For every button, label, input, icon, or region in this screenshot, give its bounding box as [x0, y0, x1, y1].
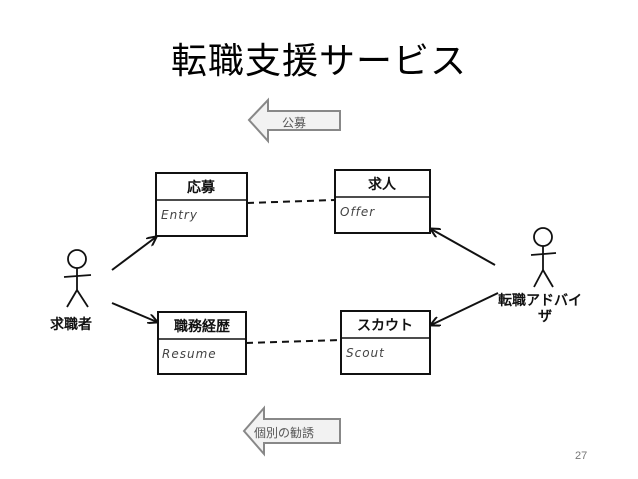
left-arrow-shape-top: 公募	[247, 97, 341, 144]
page-number: 27	[575, 450, 588, 462]
class-box-offer: 求人 Offer	[334, 169, 431, 234]
individual-solicitation-label: 個別の勧誘	[254, 426, 314, 440]
actor-label-advisor-line2: ザ	[538, 309, 552, 325]
actor-label-advisor-line1: 転職アドバイ	[498, 292, 582, 309]
actor-label-job-seeker: 求職者	[50, 316, 92, 333]
public-recruitment-label: 公募	[282, 116, 306, 130]
arrow-advisor-to-offer	[431, 229, 496, 266]
class-box-scout: スカウト Scout	[340, 310, 431, 375]
class-attr-offer: Offer	[340, 205, 375, 219]
association-resume-scout	[245, 339, 342, 344]
arrow-seeker-to-application	[111, 237, 156, 271]
actor-career-advisor	[530, 227, 557, 288]
class-name-scout: スカウト	[357, 318, 413, 334]
slide-title: 転職支援サービス	[170, 41, 467, 82]
class-attr-scout: Scout	[346, 346, 385, 360]
class-box-career: 職務経歴 Resume	[157, 311, 247, 375]
class-attr-resume: Resume	[162, 347, 217, 361]
class-name-application: 応募	[187, 179, 216, 196]
class-box-application: 応募 Entry	[155, 172, 248, 237]
class-name-offer: 求人	[368, 176, 397, 193]
actor-job-seeker	[63, 249, 92, 308]
class-attr-entry: Entry	[161, 208, 198, 222]
arrow-seeker-to-career	[111, 302, 157, 322]
left-arrow-shape-bottom: 個別の勧誘	[242, 405, 341, 457]
association-entry-offer	[246, 199, 336, 204]
class-name-career: 職務経歴	[174, 318, 230, 335]
arrow-advisor-to-scout	[431, 292, 499, 325]
